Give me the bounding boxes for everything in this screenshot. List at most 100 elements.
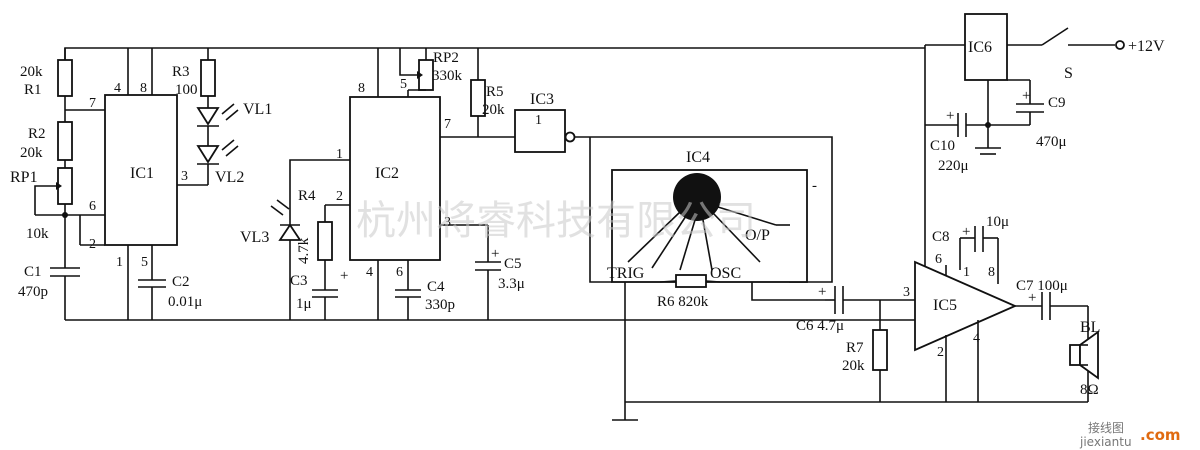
led-indicator-chain <box>196 48 239 185</box>
c2-label: C2 <box>172 274 190 290</box>
svg-text:3: 3 <box>903 285 910 300</box>
bl-value: 8Ω <box>1080 382 1099 398</box>
trig-label: TRIG <box>607 265 645 282</box>
svg-text:1: 1 <box>336 147 343 162</box>
c8-label: C8 <box>932 229 950 245</box>
supply-terminal <box>1115 40 1125 50</box>
r1-value: 20k <box>20 64 43 80</box>
r1-resistor <box>57 59 73 97</box>
c10-label: C10 <box>930 138 955 154</box>
vl2-led <box>196 145 220 164</box>
speaker-body <box>1069 344 1081 366</box>
rp2-potentiometer <box>399 48 434 91</box>
r2-value: 20k <box>20 145 43 161</box>
c7-plus: + <box>1028 290 1036 306</box>
labels: 20k R1 R2 20k RP1 10k C1 470p IC1 4 8 7 … <box>10 38 1165 398</box>
ic6-regulator <box>964 13 1008 81</box>
op-label: O/P <box>745 227 770 244</box>
power-supply <box>925 13 1125 155</box>
svg-text:8: 8 <box>140 81 147 96</box>
c3-label: C3 <box>290 273 308 289</box>
vl1-label: VL1 <box>243 101 272 118</box>
r1-label: R1 <box>24 82 42 98</box>
svg-text:7: 7 <box>444 117 451 132</box>
vl3-led <box>278 223 302 241</box>
rp1-label: RP1 <box>10 169 38 186</box>
r5-value: 20k <box>482 102 505 118</box>
ic4-label: IC4 <box>686 149 710 166</box>
r5-label: R5 <box>486 84 504 100</box>
logo-brand: .com <box>1140 426 1181 444</box>
r7-label: R7 <box>846 340 864 356</box>
ic4-sound-chip <box>611 169 1038 421</box>
c6-label: C6 4.7μ <box>796 318 844 334</box>
ic2-label: IC2 <box>375 165 399 182</box>
timing-network-ic1 <box>34 48 105 320</box>
svg-text:6: 6 <box>935 252 942 267</box>
c1-label: C1 <box>24 264 42 280</box>
svg-text:5: 5 <box>400 77 407 92</box>
r6-resistor <box>675 274 707 288</box>
svg-text:7: 7 <box>89 96 96 111</box>
rp2-value: 330k <box>432 68 463 84</box>
svg-text:6: 6 <box>396 265 403 280</box>
r6-label: R6 820k <box>657 294 709 310</box>
c9-plus: + <box>1022 88 1030 104</box>
ic5-amplifier <box>914 226 1099 403</box>
svg-text:2: 2 <box>937 345 944 360</box>
ic1-chip <box>104 48 208 320</box>
c5-plus: + <box>491 246 499 262</box>
ic6-label: IC6 <box>968 39 992 56</box>
r2-resistor <box>57 121 73 161</box>
c9-label: C9 <box>1048 95 1066 111</box>
c10-value: 220μ <box>938 158 969 174</box>
logo-cn: 接线图 <box>1088 420 1124 435</box>
c8-plus: + <box>962 224 970 240</box>
speaker-cone <box>1079 330 1099 380</box>
vl3-label: VL3 <box>240 229 269 246</box>
coupling-c6-r7 <box>825 286 915 402</box>
vl1-led <box>196 107 220 126</box>
c10-plus: + <box>946 108 954 124</box>
ic3-label: IC3 <box>530 91 554 108</box>
switch-label: S <box>1064 65 1073 82</box>
r3-label: R3 <box>172 64 190 80</box>
osc-label: OSC <box>710 265 741 282</box>
switch-blade <box>1041 27 1069 46</box>
logo-site: jiexiantu <box>1079 435 1132 449</box>
svg-text:4: 4 <box>114 81 121 96</box>
c8-value: 10μ <box>986 214 1009 230</box>
svg-text:2: 2 <box>89 237 96 252</box>
c7-label: C7 100μ <box>1016 278 1068 294</box>
svg-text:8: 8 <box>988 265 995 280</box>
ic2-chip <box>349 48 515 320</box>
rp1-value: 10k <box>26 226 49 242</box>
c5-label: C5 <box>504 256 522 272</box>
ic1-label: IC1 <box>130 165 154 182</box>
c4-value: 330p <box>425 297 455 313</box>
r3-resistor <box>200 59 216 97</box>
ic2-trigger-network <box>270 159 350 320</box>
c3-value: 1μ <box>296 296 312 312</box>
svg-text:2: 2 <box>336 189 343 204</box>
svg-text:8: 8 <box>358 81 365 96</box>
c1-value: 470p <box>18 284 48 300</box>
svg-text:3: 3 <box>181 169 188 184</box>
svg-text:6: 6 <box>89 199 96 214</box>
c3-plus: + <box>340 268 348 284</box>
svg-text:5: 5 <box>141 255 148 270</box>
svg-text:1: 1 <box>535 113 542 128</box>
r4-label: R4 <box>298 188 316 204</box>
vl2-label: VL2 <box>215 169 244 186</box>
c5-value: 3.3μ <box>498 276 525 292</box>
watermark-text: 杭州将睿科技有限公司 <box>356 198 756 244</box>
c9-value: 470μ <box>1036 134 1067 150</box>
r4-value: 4.7k <box>296 237 312 264</box>
r5-resistor <box>470 48 486 137</box>
bl-label: BL <box>1080 319 1100 336</box>
supply-label: +12V <box>1128 38 1165 55</box>
r7-resistor <box>872 329 888 371</box>
svg-text:1: 1 <box>116 255 123 270</box>
svg-text:1: 1 <box>963 265 970 280</box>
r7-value: 20k <box>842 358 865 374</box>
